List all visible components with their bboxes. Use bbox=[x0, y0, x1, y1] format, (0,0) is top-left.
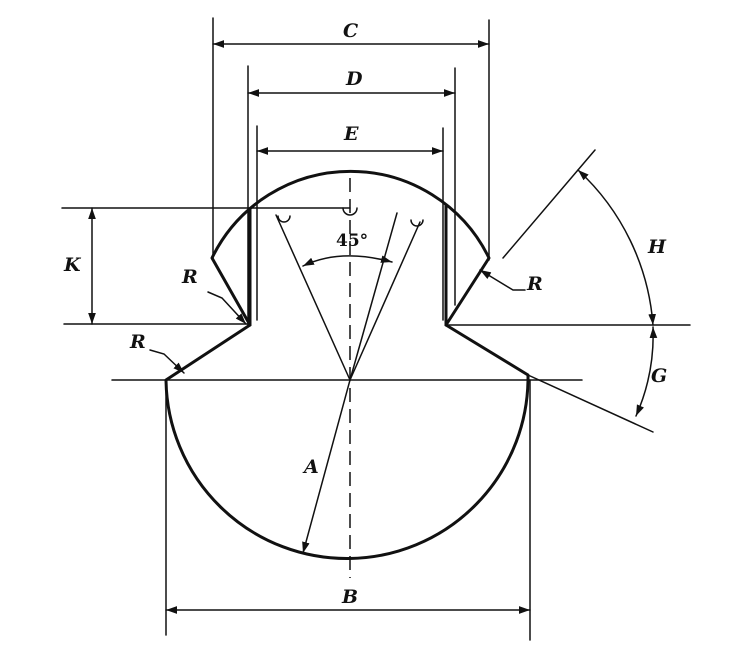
arc-marker-left bbox=[277, 215, 291, 223]
label-r-left-lower: R bbox=[129, 331, 146, 353]
label-a: A bbox=[302, 456, 319, 478]
label-angle-45: 45° bbox=[336, 231, 368, 251]
label-c: C bbox=[343, 20, 358, 42]
angle-g-arc bbox=[635, 326, 658, 417]
radius-leader-right bbox=[479, 269, 526, 291]
label-h: H bbox=[647, 236, 667, 258]
ray-right-outer bbox=[349, 221, 421, 381]
label-r-right: R bbox=[526, 273, 543, 295]
ray-right-inner bbox=[349, 212, 398, 381]
angle-45-arc bbox=[302, 255, 393, 267]
arc-marker-right bbox=[410, 219, 424, 227]
lower-angle-reference-line bbox=[527, 374, 654, 433]
arc-marker-center bbox=[342, 207, 358, 216]
upper-angle-reference-line bbox=[502, 149, 596, 259]
ray-left-45 bbox=[275, 214, 351, 381]
angle-h-arc bbox=[577, 169, 657, 326]
label-g: G bbox=[651, 365, 667, 387]
radius-leader-left-lower bbox=[149, 349, 185, 374]
label-b: B bbox=[341, 586, 358, 608]
label-r-left-upper: R bbox=[181, 266, 198, 288]
label-d: D bbox=[345, 68, 363, 90]
label-k: K bbox=[63, 254, 82, 276]
dimension-line-a bbox=[302, 379, 351, 554]
section-outline bbox=[164, 169, 530, 560]
radius-leader-left-upper bbox=[207, 291, 247, 325]
label-e: E bbox=[343, 123, 359, 145]
